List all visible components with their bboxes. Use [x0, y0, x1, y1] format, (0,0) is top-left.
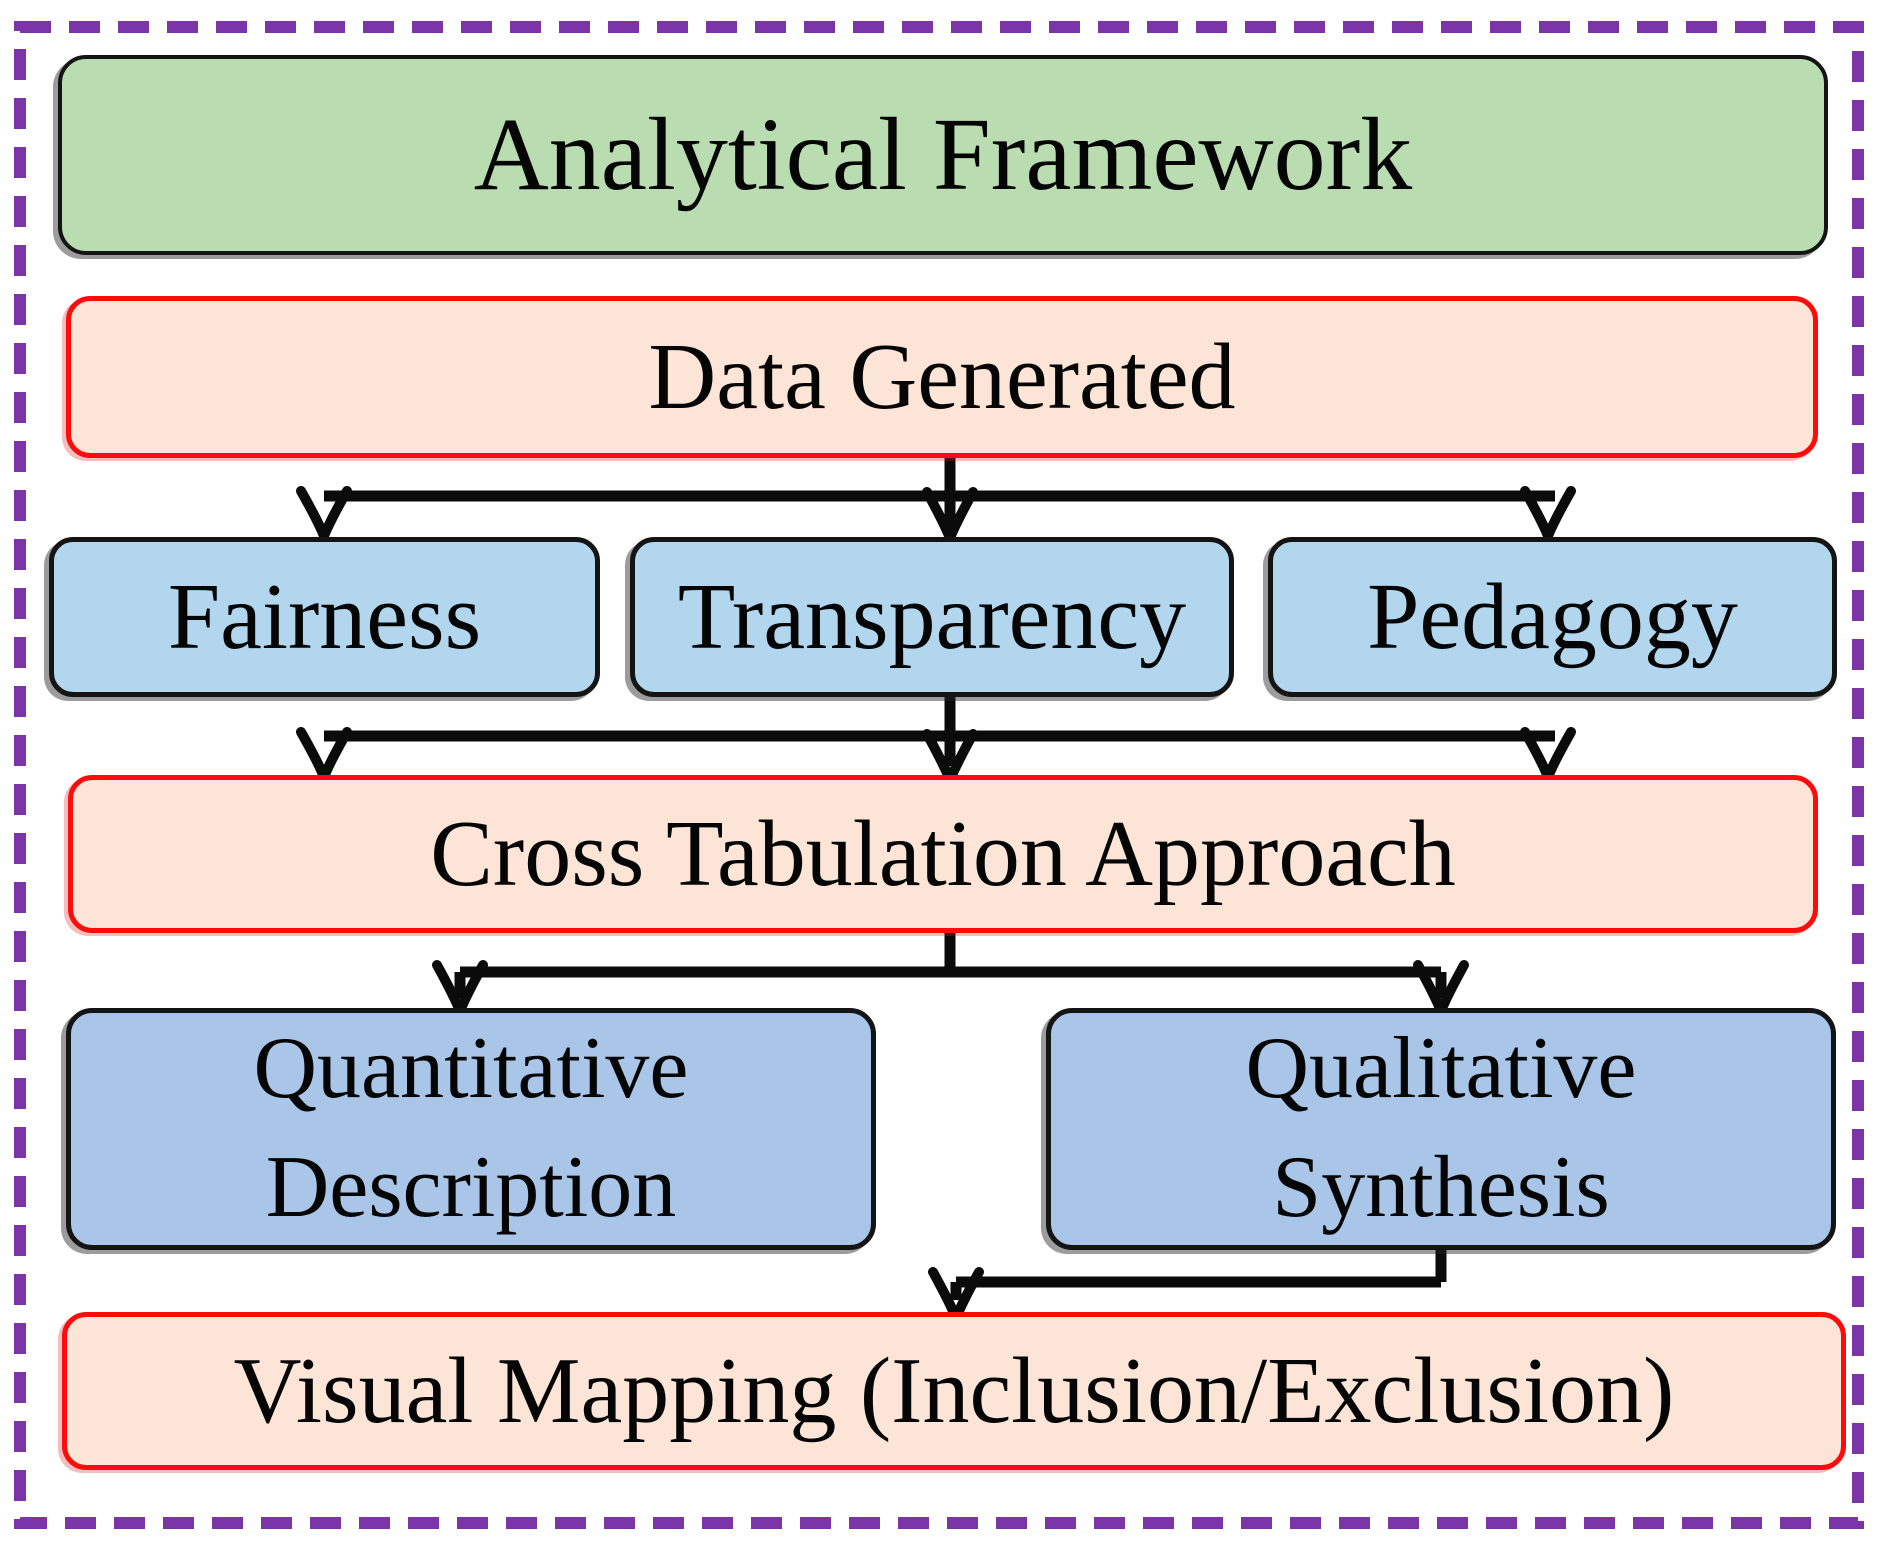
node-data-generated-label: Data Generated [648, 324, 1236, 429]
node-quantitative-description: Quantitative Description [66, 1008, 876, 1250]
node-visual-mapping-label: Visual Mapping (Inclusion/Exclusion) [233, 1338, 1675, 1443]
node-pedagogy: Pedagogy [1268, 537, 1837, 697]
node-analytical-framework-label: Analytical Framework [473, 97, 1413, 213]
node-fairness: Fairness [49, 537, 600, 697]
arrowhead-pedagogy [1520, 486, 1576, 550]
node-qualitative-synthesis-label: Qualitative Synthesis [1245, 1020, 1637, 1236]
node-data-generated: Data Generated [66, 296, 1818, 458]
node-cross-tabulation: Cross Tabulation Approach [68, 775, 1818, 933]
node-transparency: Transparency [630, 537, 1234, 697]
node-visual-mapping: Visual Mapping (Inclusion/Exclusion) [62, 1312, 1846, 1470]
node-pedagogy-label: Pedagogy [1367, 564, 1738, 669]
node-transparency-label: Transparency [677, 564, 1187, 669]
node-quantitative-description-label: Quantitative Description [253, 1020, 689, 1236]
node-qualitative-synthesis: Qualitative Synthesis [1046, 1008, 1836, 1250]
node-analytical-framework: Analytical Framework [58, 55, 1828, 255]
node-fairness-label: Fairness [167, 564, 482, 669]
connector-lines [324, 458, 1555, 1300]
arrowhead-fairness [296, 486, 352, 550]
node-cross-tabulation-label: Cross Tabulation Approach [430, 801, 1456, 906]
